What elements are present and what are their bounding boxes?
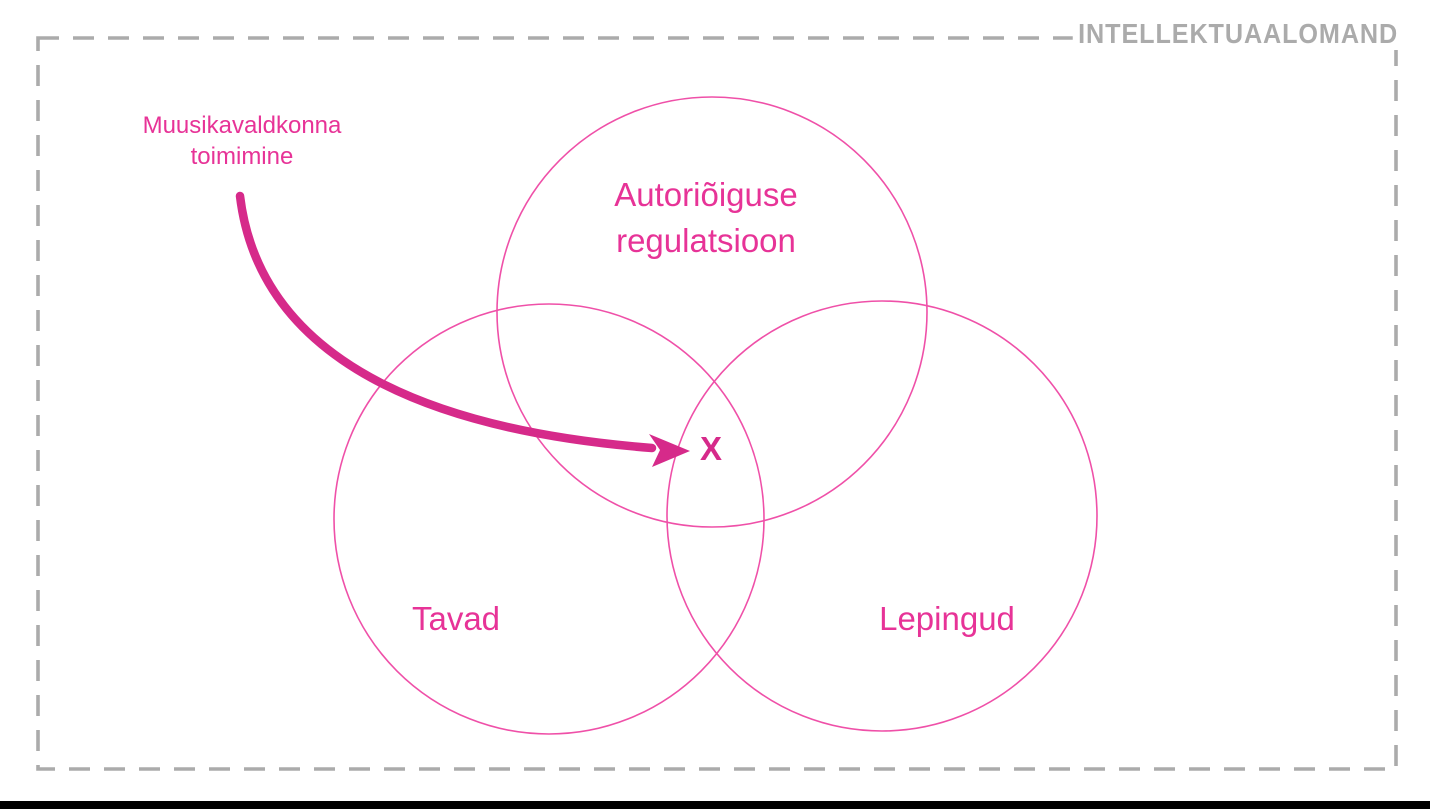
circle-label-contracts: Lepingud xyxy=(879,600,1015,637)
venn-circle-copyright-regulation xyxy=(496,96,928,528)
bottom-black-bar xyxy=(0,801,1430,809)
venn-circle-contracts xyxy=(666,300,1098,732)
venn-circle-customs xyxy=(333,303,765,735)
annotation-label: Muusikavaldkonna toimimine xyxy=(142,112,342,170)
circle-label-customs: Tavad xyxy=(411,600,501,637)
intersection-marker: X xyxy=(699,430,722,467)
dashed-frame-border xyxy=(36,36,1398,771)
circle-label-copyright-regulation: Autoriõiguse regulatsioon xyxy=(614,176,798,259)
frame-title: INTELLEKTUAALOMAND xyxy=(1073,18,1404,50)
annotation-arrow-shaft xyxy=(235,191,657,453)
annotation-arrow-head-icon xyxy=(649,434,690,467)
